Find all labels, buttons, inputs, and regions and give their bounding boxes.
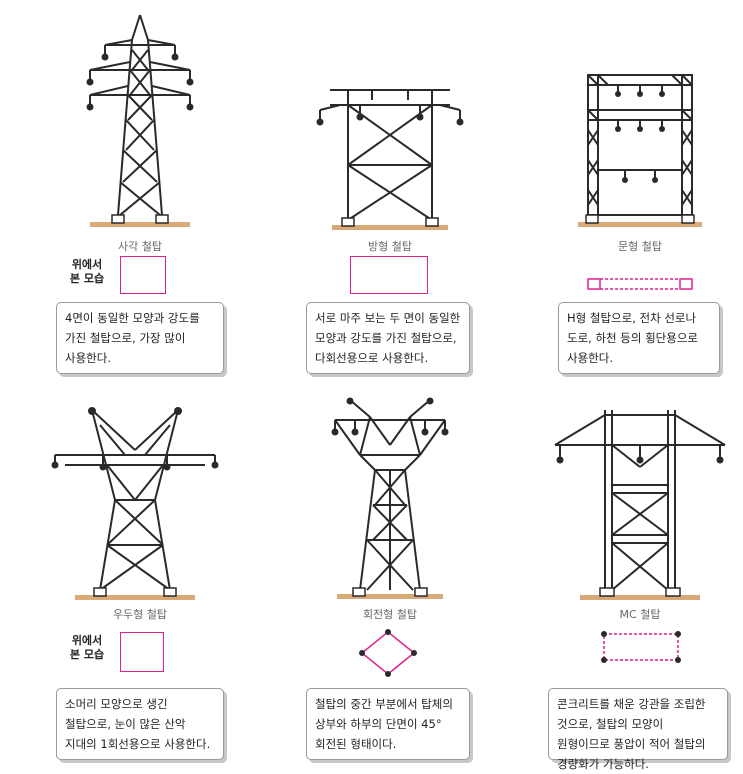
gate-tower-illustration — [578, 74, 702, 227]
description-box: 소머리 모양으로 생긴 철탑으로, 눈이 많은 산악 지대의 1회선용으로 사용… — [56, 688, 224, 760]
rectangle-top-view-shape — [350, 256, 428, 294]
tower-caption: 사각 철탑 — [118, 240, 162, 253]
description-box: 철탑의 중간 부분에서 탑체의 상부와 하부의 단면이 45° 회전된 형태이다… — [306, 688, 470, 760]
description-box: 4면이 동일한 모양과 강도를 가진 철탑으로, 가장 많이 사용한다. — [56, 302, 224, 374]
description-box: 서로 마주 보는 두 면이 동일한 모양과 강도를 가진 철탑으로, 다회선용으… — [306, 302, 470, 374]
tower-caption: 회전형 철탑 — [362, 608, 418, 621]
square-tower-illustration — [86, 14, 194, 227]
description-box: H형 철탑으로, 전차 선로나 도로, 하천 등의 횡단용으로 사용한다. — [558, 302, 720, 374]
top-view-label: 위에서 본 모습 — [69, 258, 105, 285]
rectangular-tower-illustration — [316, 89, 464, 230]
tower-caption: 우두형 철탑 — [112, 608, 168, 621]
tower-caption: 문형 철탑 — [618, 240, 662, 253]
rotated-tower-illustration — [331, 397, 449, 599]
mc-tower-illustration — [554, 410, 726, 600]
h-shape-top-view — [587, 278, 693, 290]
square-top-view-shape — [120, 256, 166, 294]
top-view-label: 위에서 본 모습 — [69, 634, 105, 661]
cow-head-tower-illustration — [51, 407, 219, 600]
diamond-top-view-shape — [359, 629, 417, 677]
square-top-view-shape — [120, 632, 164, 672]
tower-caption: 방형 철탑 — [368, 240, 412, 253]
tower-caption: MC 철탑 — [619, 608, 661, 621]
dashed-rectangle-top-view-shape — [601, 631, 681, 663]
description-box: 콘크리트를 채운 강관을 조립한 것으로, 철탑의 모양이 원형이므로 풍압이 … — [548, 688, 728, 771]
